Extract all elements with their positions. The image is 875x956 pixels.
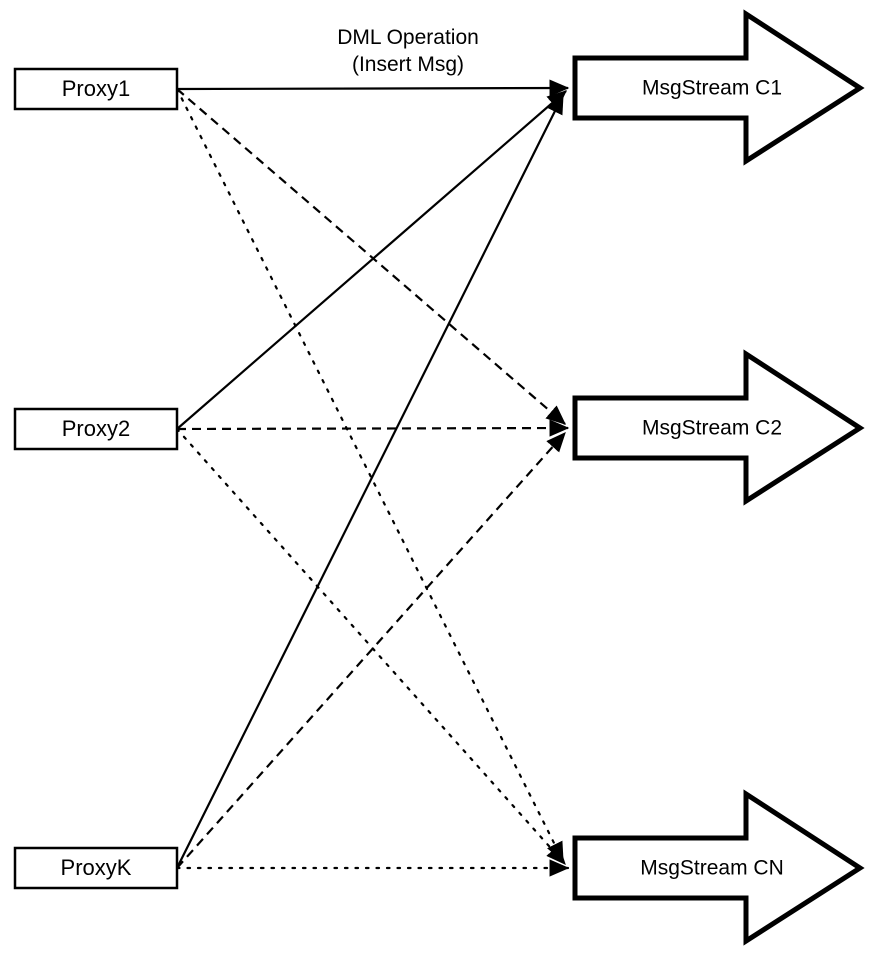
edge-proxy1-to-stream-cn bbox=[175, 87, 565, 863]
proxyk-label: ProxyK bbox=[61, 855, 132, 880]
proxy2-box[interactable] bbox=[13, 407, 179, 451]
edge-proxy2-to-stream-c2 bbox=[176, 419, 570, 437]
annotation-line-2: (Insert Msg) bbox=[352, 53, 464, 76]
edge-proxy2-to-stream-c1 bbox=[176, 90, 567, 430]
proxy2-label: Proxy2 bbox=[62, 416, 130, 441]
node-proxyk[interactable]: ProxyK bbox=[13, 846, 179, 890]
edge-group-dashed-to-c2 bbox=[176, 88, 570, 869]
edge-annotation-dml-operation: DML Operation (Insert Msg) bbox=[337, 26, 479, 76]
edge-proxyk-to-stream-c2 bbox=[176, 432, 566, 869]
edge-proxy1-to-stream-c1 bbox=[176, 79, 570, 97]
edge-group-dotted-to-cn bbox=[175, 87, 570, 877]
node-msgstream-c2[interactable]: MsgStream C2 bbox=[572, 349, 865, 506]
msgstream-cn-arrow-shape[interactable] bbox=[572, 789, 865, 946]
annotation-line-1: DML Operation bbox=[337, 26, 479, 49]
node-proxy2[interactable]: Proxy2 bbox=[13, 407, 179, 451]
edge-group-solid-to-c1 bbox=[176, 79, 570, 869]
edge-proxy1-to-stream-c2 bbox=[176, 88, 566, 425]
msgstream-c2-label: MsgStream C2 bbox=[642, 417, 782, 440]
msgstream-c2-arrow-shape[interactable] bbox=[572, 349, 865, 506]
edge-proxyk-to-stream-c1 bbox=[176, 93, 564, 869]
proxy1-label: Proxy1 bbox=[62, 76, 130, 101]
proxyk-box[interactable] bbox=[13, 846, 179, 890]
edge-proxy2-to-stream-cn bbox=[175, 427, 567, 866]
msgstream-c1-arrow-shape[interactable] bbox=[572, 9, 865, 166]
msgstream-cn-label: MsgStream CN bbox=[640, 857, 784, 880]
node-msgstream-cn[interactable]: MsgStream CN bbox=[572, 789, 865, 946]
proxy1-box[interactable] bbox=[13, 67, 179, 111]
node-msgstream-c1[interactable]: MsgStream C1 bbox=[572, 9, 865, 166]
node-proxy1[interactable]: Proxy1 bbox=[13, 67, 179, 111]
msgstream-c1-label: MsgStream C1 bbox=[642, 77, 782, 100]
